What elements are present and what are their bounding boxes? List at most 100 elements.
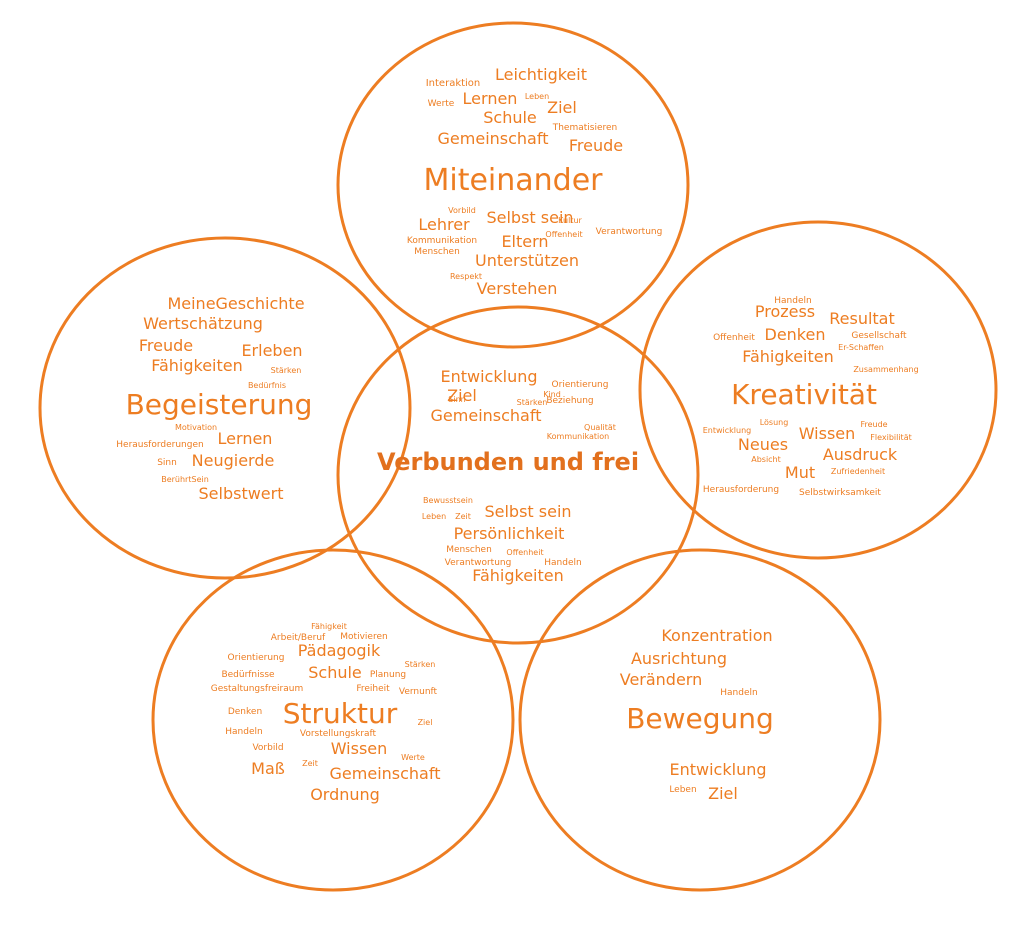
circle-center — [336, 305, 700, 645]
word-center: Kind — [543, 390, 561, 399]
word-bottom-right: Verändern — [620, 670, 703, 689]
word-bottom-left: Werte — [401, 753, 425, 762]
word-left: Erleben — [241, 341, 302, 360]
word-center: Stärken — [517, 398, 548, 407]
word-top: Ziel — [547, 98, 577, 117]
word-right: Neues — [738, 435, 788, 454]
circle-bottom-left — [151, 548, 515, 892]
circle-title-bottom-left: Struktur — [283, 697, 398, 730]
word-top: Respekt — [450, 272, 482, 281]
word-right: Freude — [860, 420, 887, 429]
word-top: Verstehen — [477, 279, 558, 298]
word-bottom-right: Handeln — [720, 688, 757, 698]
word-bottom-left: Orientierung — [228, 653, 285, 663]
word-center: Ziel — [447, 386, 477, 405]
word-right: Gesellschaft — [851, 331, 907, 341]
word-center: Menschen — [446, 545, 492, 555]
word-right: Offenheit — [713, 333, 755, 343]
word-left: Sinn — [157, 458, 177, 468]
word-top: Unterstützen — [475, 251, 579, 270]
word-top: Vorbild — [448, 206, 476, 215]
word-top: Gemeinschaft — [438, 129, 549, 148]
circle-title-right: Kreativität — [731, 378, 877, 411]
word-bottom-left: Pädagogik — [298, 641, 381, 660]
word-bottom-right: Konzentration — [661, 626, 772, 645]
word-left: Selbstwert — [199, 484, 284, 503]
circle-top — [336, 21, 690, 349]
word-right: Zufriedenheit — [831, 467, 885, 476]
circle-title-bottom-right: Bewegung — [626, 702, 774, 735]
word-left: Wertschätzung — [143, 314, 263, 333]
word-center: Entwicklung — [441, 367, 538, 386]
word-center: Selbst sein — [484, 502, 571, 521]
word-bottom-left: Vernunft — [399, 687, 438, 697]
word-right: Handeln — [774, 296, 811, 306]
word-bottom-right: Ausrichtung — [631, 649, 727, 668]
circle-bottom-right — [518, 548, 882, 892]
word-top: Lehrer — [418, 215, 470, 234]
word-center: Verantwortung — [445, 558, 512, 568]
word-left: MeineGeschichte — [167, 294, 304, 313]
word-left: Herausforderungen — [116, 440, 203, 450]
word-right: Fähigkeiten — [742, 347, 834, 366]
word-bottom-left: Planung — [370, 670, 406, 680]
circle-title-top: Miteinander — [423, 163, 603, 198]
word-bottom-right: Ziel — [708, 784, 738, 803]
word-right: Zusammenhang — [853, 365, 918, 374]
word-left: BerührtSein — [161, 475, 209, 484]
word-right: Denken — [765, 325, 826, 344]
word-group-left: BegeisterungMeineGeschichteWertschätzung… — [116, 294, 312, 503]
word-center: Zeit — [455, 512, 471, 521]
word-center: Persönlichkeit — [454, 524, 565, 543]
word-left: Lernen — [218, 429, 273, 448]
word-top: Lernen — [463, 89, 518, 108]
word-center: Bewusstsein — [423, 496, 473, 505]
word-top: Werte — [428, 99, 455, 109]
word-bottom-left: Ziel — [418, 718, 433, 727]
word-left: Stärken — [271, 366, 302, 375]
word-right: Selbstwirksamkeit — [799, 488, 881, 498]
word-left: Bedürfnis — [248, 381, 286, 390]
word-right: Flexibilität — [870, 433, 911, 442]
word-right: Mut — [785, 463, 815, 482]
word-bottom-left: Bedürfnisse — [221, 670, 275, 680]
circle-title-center: Verbunden und frei — [377, 448, 639, 476]
word-right: Entwicklung — [703, 426, 752, 435]
word-center: Handeln — [544, 558, 581, 568]
word-top: Menschen — [414, 247, 460, 257]
word-left: Neugierde — [192, 451, 275, 470]
word-center: Beziehung — [546, 396, 593, 406]
word-left: Freude — [139, 336, 193, 355]
word-right: Ausdruck — [823, 445, 898, 464]
word-left: Motivation — [175, 423, 217, 432]
word-right: Resultat — [829, 309, 895, 328]
word-top: Selbst sein — [486, 208, 573, 227]
word-center: Leben — [422, 512, 446, 521]
word-bottom-left: Maß — [251, 759, 285, 778]
word-right: Absicht — [751, 455, 781, 464]
word-top: Leichtigkeit — [495, 65, 587, 84]
word-bottom-left: Gestaltungsfreiraum — [211, 684, 303, 694]
word-top: Eltern — [501, 232, 548, 251]
word-bottom-left: Freiheit — [356, 684, 390, 694]
word-top: Kommunikation — [407, 236, 477, 246]
circle-left — [38, 236, 412, 580]
word-top: Schule — [483, 108, 537, 127]
word-center: Sinn — [448, 395, 465, 404]
word-bottom-left: Vorbild — [252, 743, 283, 753]
circle-outlines — [38, 21, 998, 892]
word-top: Offenheit — [545, 230, 582, 239]
word-bottom-left: Wissen — [331, 739, 388, 758]
word-center: Orientierung — [552, 380, 609, 390]
word-bottom-right: Entwicklung — [670, 760, 767, 779]
word-top: Verantwortung — [596, 227, 663, 237]
word-bottom-left: Zeit — [302, 759, 318, 768]
word-bottom-left: Arbeit/Beruf — [271, 633, 326, 643]
word-center: Offenheit — [506, 548, 543, 557]
word-top: Freude — [569, 136, 623, 155]
